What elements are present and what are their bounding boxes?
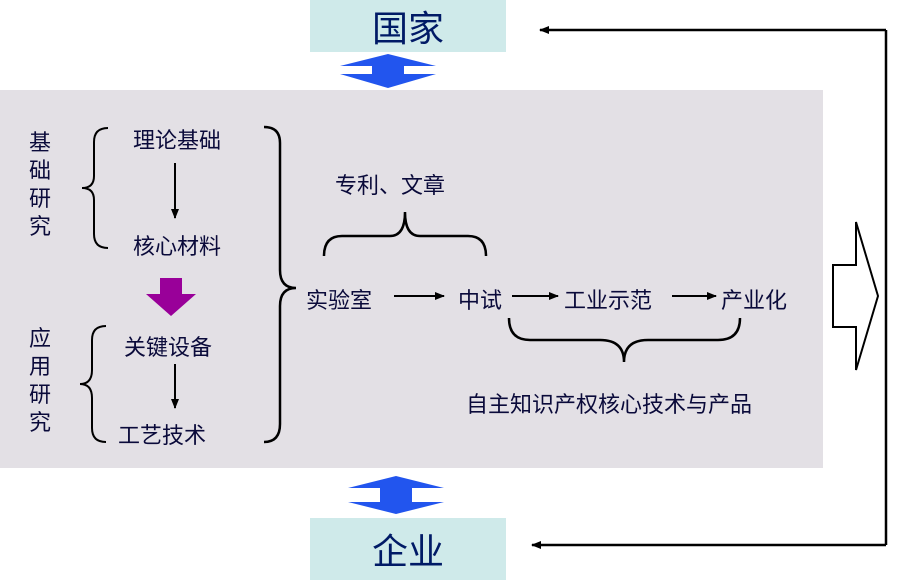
- basic-brace: [81, 127, 109, 249]
- note-core-tech: 自主知识产权核心技术与产品: [466, 393, 753, 418]
- hollow-right-arrow-icon: [832, 221, 880, 371]
- basic-item-materials: 核心材料: [133, 235, 222, 260]
- applied-item-equipment: 关键设备: [124, 336, 213, 361]
- bottom-double-arrow-icon: [348, 476, 444, 514]
- stage-demo: 工业示范: [564, 289, 653, 314]
- top-double-arrow-icon: [340, 54, 436, 88]
- stage-lab: 实验室: [306, 289, 373, 314]
- feedback-loop-arrows: [531, 26, 888, 549]
- bottom-box-label: 企业: [371, 532, 444, 573]
- big-brace: [263, 125, 297, 444]
- top-brace: [322, 211, 488, 257]
- applied-brace: [79, 325, 107, 443]
- basic-research-label: 基础研究: [28, 131, 51, 240]
- research-panel: [0, 90, 823, 468]
- top-box-national: 国家: [310, 0, 506, 52]
- bottom-box-enterprise: 企业: [310, 518, 506, 580]
- top-box-label: 国家: [371, 9, 444, 50]
- note-patents: 专利、文章: [335, 174, 446, 199]
- basic-item-theory: 理论基础: [133, 129, 222, 154]
- applied-research-label: 应用研究: [28, 327, 51, 436]
- stage-industrial: 产业化: [721, 289, 788, 314]
- stage-pilot: 中试: [458, 289, 503, 314]
- purple-down-arrow-icon: [146, 278, 196, 316]
- applied-item-process: 工艺技术: [118, 424, 207, 449]
- bottom-brace: [507, 317, 742, 363]
